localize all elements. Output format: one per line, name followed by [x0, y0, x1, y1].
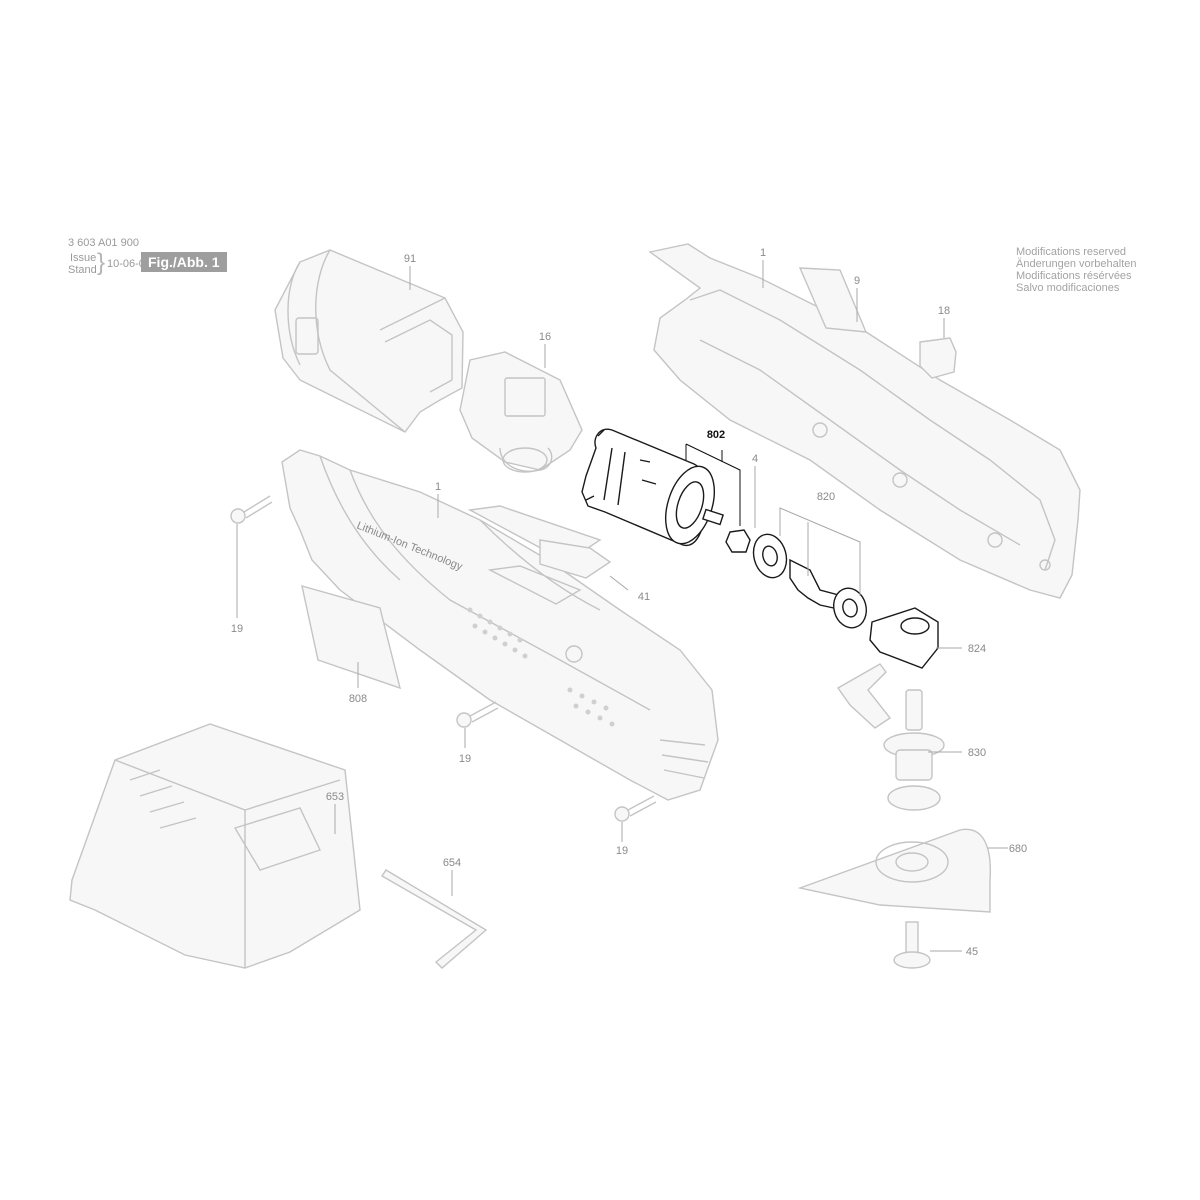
switch-unit: [459, 351, 583, 473]
leader-lines: [236, 260, 1008, 952]
callout-battery-pack: 91: [404, 253, 416, 265]
bearing-set: [752, 533, 867, 629]
stand-label: Stand: [68, 264, 97, 276]
spindle-lever: [836, 663, 945, 811]
callout-label-plate: 808: [349, 693, 367, 705]
callout-screw-upper: 19: [231, 623, 243, 635]
callout-gear-housing: 824: [968, 643, 986, 655]
part-number: 3 603 A01 900: [68, 237, 139, 249]
label-plate: [301, 585, 401, 690]
housing-half-right: [648, 243, 1081, 599]
callout-switch-unit: 16: [539, 331, 551, 343]
notice-line: Änderungen vorbehalten: [1016, 258, 1137, 270]
pinion: [725, 529, 751, 553]
cover-cap: [919, 337, 957, 379]
screw-middle: [456, 701, 499, 728]
callout-motor: 802: [707, 429, 725, 441]
callout-spindle-lever: 830: [968, 747, 986, 759]
issue-date: 10-06-07: [107, 258, 152, 270]
callout-slide-switch: 41: [638, 591, 650, 603]
callout-charger: 653: [326, 791, 344, 803]
sanding-plate: [797, 828, 992, 913]
callout-sanding-plate: 680: [1009, 843, 1027, 855]
nameplate: [798, 267, 868, 333]
issue-label: Issue: [70, 252, 97, 264]
callout-pinion: 4: [752, 453, 758, 465]
clamping-screw: [893, 921, 931, 969]
housing-half-left: Lithium-Ion Technology: [281, 449, 719, 801]
callout-housing-right: 1: [760, 247, 766, 259]
notice-line: Salvo modificaciones: [1016, 282, 1120, 294]
battery-pack: [274, 249, 464, 433]
allen-key: [381, 869, 488, 969]
callout-screw-lower: 19: [616, 845, 628, 857]
notice-line: Modifications résérvées: [1016, 270, 1132, 282]
callout-screw-middle: 19: [459, 753, 471, 765]
notice-line: Modifications reserved: [1016, 246, 1127, 258]
figure-label: Fig./Abb. 1: [141, 252, 227, 272]
callout-nameplate: 9: [854, 275, 860, 287]
motor: [581, 428, 724, 547]
bracket-glyph: }: [97, 249, 106, 276]
screw-upper: [230, 495, 273, 524]
slide-switch: [467, 505, 612, 605]
charger: [69, 723, 361, 969]
callouts: 91 16 1 9 18 802 4 820 1 41 19 19 19 808…: [231, 247, 1027, 958]
gear-housing: [869, 607, 939, 669]
callout-allen-key: 654: [443, 857, 461, 869]
callout-clamping-screw: 45: [966, 946, 978, 958]
modification-notices: Modifications reserved Änderungen vorbeh…: [1016, 246, 1136, 294]
callout-housing-left: 1: [435, 481, 441, 493]
screw-lower: [614, 795, 657, 822]
callout-cover-cap: 18: [938, 305, 950, 317]
callout-bearing-set: 820: [817, 491, 835, 503]
